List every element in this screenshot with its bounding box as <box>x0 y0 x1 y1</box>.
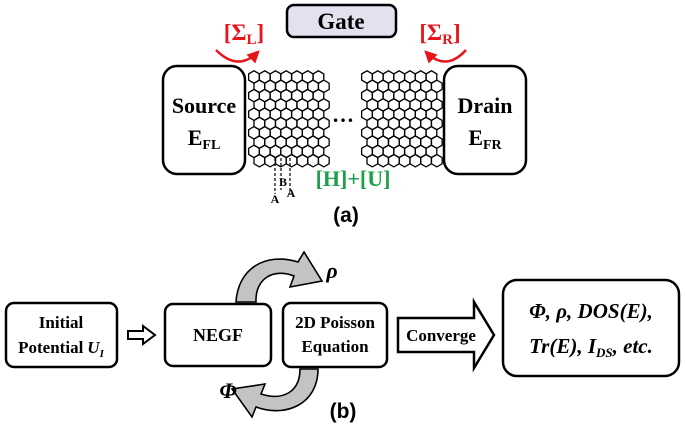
lattice-hexagon <box>430 153 443 168</box>
hamiltonian-label: [H]+[U] <box>316 166 391 191</box>
panel-a-caption: (a) <box>333 204 359 227</box>
converge-arrow <box>396 297 496 373</box>
graphene-lattice-right <box>360 70 443 168</box>
lattice-hexagon <box>253 153 266 168</box>
drain-box <box>442 64 528 176</box>
lattice-hexagon <box>409 153 422 168</box>
graphene-lattice-left <box>247 70 330 168</box>
phi-label: Φ <box>219 378 236 403</box>
sigma-left-label: [ΣL] <box>224 20 264 48</box>
initial-label: Initial <box>39 313 84 332</box>
lattice-hexagon <box>285 153 298 168</box>
source-box <box>161 64 247 176</box>
site-a-label-2: A <box>287 186 296 200</box>
lattice-hexagon <box>398 153 411 168</box>
arrow-initial-to-negf <box>127 324 157 346</box>
negf-box <box>163 302 273 368</box>
arrow-negf-to-poisson <box>235 250 324 303</box>
arrow-poisson-to-negf <box>230 368 319 419</box>
drain-fermi-level: EFR <box>468 125 502 153</box>
panel-b-caption: (b) <box>330 400 357 423</box>
drain-label: Drain <box>458 93 513 118</box>
sigma-right-arrow <box>424 49 467 64</box>
sigma-right-label: [ΣR] <box>419 20 460 48</box>
lattice-hexagon <box>296 153 309 168</box>
outputs-line1: Φ, ρ, DOS(E), <box>529 299 653 323</box>
lattice-hexagon <box>420 153 433 168</box>
source-label: Source <box>172 93 237 118</box>
site-b-label: B <box>279 175 287 189</box>
sigma-left-arrow <box>215 49 260 64</box>
gate-label: Gate <box>317 9 364 34</box>
lattice-hexagon <box>317 153 330 168</box>
initial-potential-box <box>4 301 119 369</box>
poisson-label-line2: Equation <box>301 337 369 356</box>
converge-label: Converge <box>406 326 476 345</box>
negf-label: NEGF <box>193 325 243 345</box>
outputs-line2: Tr(E), IDS, etc. <box>529 334 653 360</box>
gate-box <box>285 3 398 39</box>
lattice-ellipsis: … <box>332 102 354 127</box>
panel-a: Gate [ΣL] [ΣR] Source EFL Drain EFR … A … <box>161 3 528 227</box>
outputs-box <box>501 278 681 378</box>
source-fermi-level: EFL <box>188 125 221 153</box>
lattice-hexagon <box>264 153 277 168</box>
site-a-label-1: A <box>271 192 280 206</box>
poisson-label-line1: 2D Poisson <box>295 313 375 332</box>
rho-label: ρ <box>325 258 337 283</box>
poisson-box <box>281 301 389 369</box>
